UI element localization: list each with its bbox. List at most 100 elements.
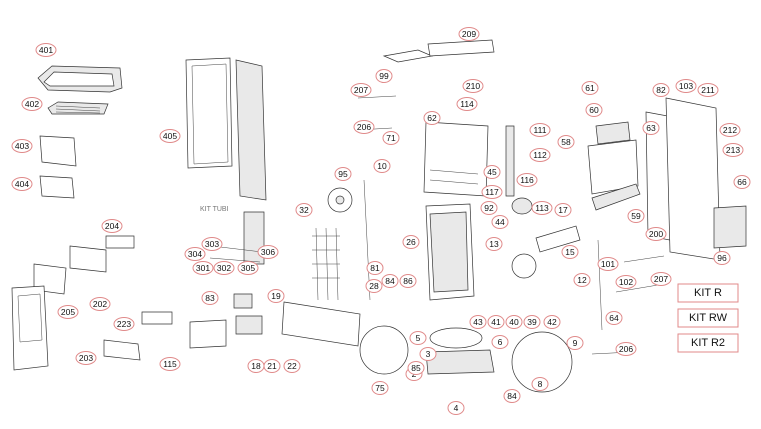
part-label-circle bbox=[159, 357, 181, 371]
part-label-circle bbox=[733, 175, 751, 189]
part-label-text: 223 bbox=[117, 319, 131, 329]
bottom-plate-part bbox=[103, 339, 141, 361]
kit-tubi-label: KIT TUBI bbox=[200, 206, 229, 213]
part-label-text: 209 bbox=[462, 29, 476, 39]
part-label-circle bbox=[597, 257, 619, 271]
part-label-circle bbox=[523, 315, 541, 329]
part-label-text: 64 bbox=[609, 313, 619, 323]
kit-label-box bbox=[677, 333, 739, 353]
part-label-text: 8 bbox=[538, 379, 543, 389]
part-label-circle bbox=[652, 83, 670, 97]
part-label-text: 207 bbox=[654, 274, 668, 284]
part-label-circle bbox=[561, 245, 579, 259]
part-label-circle bbox=[113, 317, 135, 331]
part-label-circle bbox=[381, 274, 399, 288]
kit-label-box bbox=[677, 308, 739, 328]
part-label-circle bbox=[516, 173, 538, 187]
part-label-circle bbox=[192, 261, 214, 275]
part-label-text: 301 bbox=[196, 263, 210, 273]
part-label-circle bbox=[11, 139, 33, 153]
part-label-text: 21 bbox=[267, 361, 277, 371]
part-label-circle bbox=[353, 120, 375, 134]
kit-label-text: KIT R2 bbox=[691, 337, 725, 349]
part-label-text: 22 bbox=[287, 361, 297, 371]
part-label-text: 203 bbox=[79, 353, 93, 363]
part-label-115: 115 bbox=[159, 357, 181, 371]
part-label-15: 15 bbox=[561, 245, 579, 259]
part-label-text: 71 bbox=[386, 133, 396, 143]
part-label-22: 22 bbox=[283, 359, 301, 373]
part-label-text: 81 bbox=[370, 263, 380, 273]
part-label-text: 103 bbox=[679, 81, 693, 91]
part-label-202: 202 bbox=[89, 297, 111, 311]
part-label-223: 223 bbox=[113, 317, 135, 331]
part-label-text: 10 bbox=[377, 161, 387, 171]
part-label-text: 211 bbox=[701, 85, 715, 95]
tall-panel-front-part bbox=[185, 57, 233, 169]
front-panel-mid-part bbox=[69, 245, 107, 273]
part-label-circle bbox=[350, 83, 372, 97]
detail-circle-75 bbox=[359, 325, 409, 375]
exhaust-fan-part bbox=[511, 197, 533, 215]
part-label-circle bbox=[201, 237, 223, 251]
part-label-text: 405 bbox=[163, 131, 177, 141]
part-label-71: 71 bbox=[382, 131, 400, 145]
ash-pan-part bbox=[425, 349, 495, 375]
part-label-text: 96 bbox=[717, 253, 727, 263]
brazier-part bbox=[429, 327, 483, 349]
part-label-circle bbox=[481, 185, 503, 199]
part-label-61: 61 bbox=[581, 81, 599, 95]
side-panel-upper-part bbox=[39, 135, 77, 167]
part-label-41: 41 bbox=[487, 315, 505, 329]
part-label-403: 403 bbox=[11, 139, 33, 153]
part-label-306: 306 bbox=[257, 245, 279, 259]
part-label-text: 83 bbox=[205, 293, 215, 303]
part-label-text: 304 bbox=[188, 249, 202, 259]
part-label-text: 5 bbox=[416, 333, 421, 343]
part-label-text: 92 bbox=[484, 203, 494, 213]
part-label-32: 32 bbox=[295, 203, 313, 217]
part-label-82: 82 bbox=[652, 83, 670, 97]
kit-label-kit-r2: KIT R2 bbox=[677, 333, 739, 353]
part-label-92: 92 bbox=[480, 201, 498, 215]
part-label-text: 60 bbox=[589, 105, 599, 115]
part-label-circle bbox=[402, 235, 420, 249]
part-label-9: 9 bbox=[566, 336, 584, 350]
part-label-58: 58 bbox=[557, 135, 575, 149]
part-label-text: 212 bbox=[723, 125, 737, 135]
part-label-text: 17 bbox=[558, 205, 568, 215]
part-label-circle bbox=[283, 359, 301, 373]
part-label-circle bbox=[566, 336, 584, 350]
part-label-17: 17 bbox=[554, 203, 572, 217]
part-label-circle bbox=[295, 203, 313, 217]
part-label-circle bbox=[456, 97, 478, 111]
part-label-84: 84 bbox=[503, 389, 521, 403]
part-label-text: 306 bbox=[261, 247, 275, 257]
part-label-206: 206 bbox=[353, 120, 375, 134]
part-label-99: 99 bbox=[375, 69, 393, 83]
part-label-text: 85 bbox=[411, 363, 421, 373]
part-label-103: 103 bbox=[675, 79, 697, 93]
part-label-circle bbox=[529, 148, 551, 162]
part-label-304: 304 bbox=[184, 247, 206, 261]
part-label-circle bbox=[419, 347, 437, 361]
part-label-75: 75 bbox=[371, 381, 389, 395]
plate-223-part bbox=[141, 311, 173, 325]
part-label-text: 84 bbox=[385, 276, 395, 286]
top-plate-99-part bbox=[382, 49, 434, 63]
part-label-circle bbox=[371, 381, 389, 395]
part-label-21: 21 bbox=[263, 359, 281, 373]
part-label-text: 28 bbox=[369, 281, 379, 291]
part-label-209: 209 bbox=[458, 27, 480, 41]
part-label-text: 200 bbox=[649, 229, 663, 239]
part-label-text: 9 bbox=[573, 338, 578, 348]
part-label-text: 206 bbox=[619, 344, 633, 354]
top-grille-part bbox=[47, 101, 109, 115]
part-label-116: 116 bbox=[516, 173, 538, 187]
part-label-44: 44 bbox=[491, 215, 509, 229]
part-label-circle bbox=[713, 251, 731, 265]
part-label-circle bbox=[697, 83, 719, 97]
kit-label-box bbox=[677, 283, 739, 303]
